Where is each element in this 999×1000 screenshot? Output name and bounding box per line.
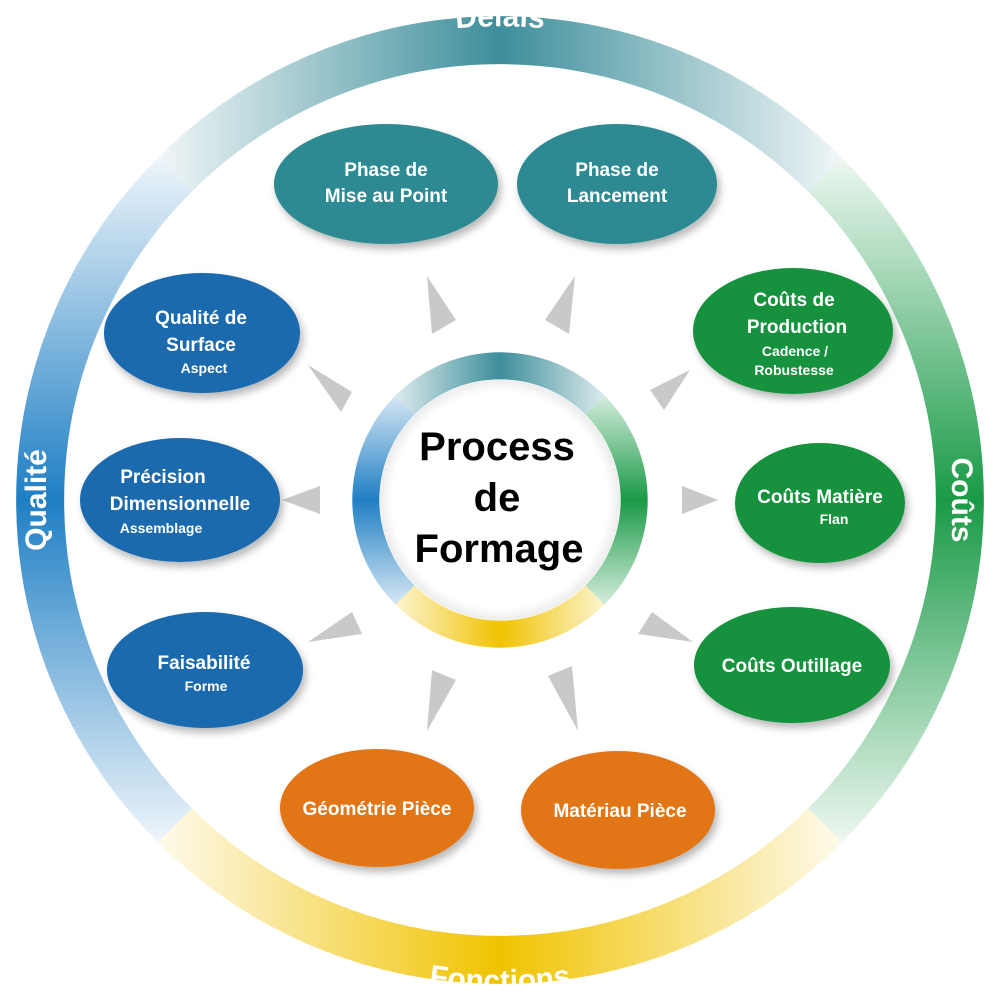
inner-ring-top-segment	[395, 352, 605, 415]
node-lancement-line-2: Lancement	[567, 186, 668, 207]
node-couts-production-line-2: Production	[747, 317, 847, 338]
center-title: Process de Formage	[415, 425, 584, 571]
outer-ring-fonctions-segment	[157, 808, 843, 984]
inner-ring-left-segment	[352, 395, 415, 605]
node-couts-outillage-line-1: Coûts Outillage	[722, 656, 862, 677]
outer-ring-delais-segment	[157, 16, 843, 192]
node-precision-line-1: Précision	[120, 467, 206, 488]
node-faisabilite: Faisabilité Forme	[107, 612, 303, 728]
node-precision-line-2: Dimensionnelle	[110, 494, 250, 515]
arrow-couts-matiere	[682, 486, 718, 514]
node-faisabilite-shape	[107, 612, 303, 728]
node-precision-sub-1: Assemblage	[120, 520, 203, 536]
arrows	[282, 276, 718, 731]
outer-ring: Délais Fonctions Coûts Qualité	[16, 0, 984, 998]
node-mise-au-point: Phase de Mise au Point	[274, 124, 498, 244]
node-faisabilite-sub-1: Forme	[185, 678, 228, 694]
inner-ring-bottom-segment	[395, 585, 605, 648]
node-couts-outillage-shape	[694, 607, 890, 723]
node-couts-outillage: Coûts Outillage	[694, 607, 890, 723]
arrow-qualite-surface	[308, 365, 352, 412]
arrow-mise-au-point	[427, 276, 456, 334]
center-circle	[380, 380, 620, 620]
node-qualite-surface-line-2: Surface	[166, 335, 236, 356]
node-precision-shape	[80, 438, 280, 562]
node-qualite-surface-shape	[104, 273, 300, 393]
ring-label-qualite: Qualité	[20, 449, 53, 551]
node-geometrie-piece: Géométrie Pièce	[280, 749, 474, 867]
node-couts-matiere: Coûts Matière Flan	[735, 443, 905, 563]
node-couts-matiere-shape	[735, 443, 905, 563]
ring-label-delais: Délais	[454, 0, 546, 35]
node-precision: Précision Dimensionnelle Assemblage	[80, 438, 280, 562]
node-couts-production-sub-1: Cadence /	[762, 343, 828, 359]
node-faisabilite-line-1: Faisabilité	[158, 653, 251, 674]
node-mise-au-point-shape	[274, 124, 498, 244]
node-geometrie-piece-line-1: Géométrie Pièce	[303, 799, 452, 820]
node-lancement-line-1: Phase de	[575, 160, 658, 181]
node-couts-production-shape	[693, 268, 893, 394]
arrow-materiau-piece	[548, 666, 578, 731]
node-lancement-shape	[517, 124, 717, 244]
arrow-lancement	[545, 276, 575, 334]
node-materiau-piece: Matériau Pièce	[521, 751, 715, 869]
node-qualite-surface-sub-1: Aspect	[181, 360, 228, 376]
center-title-line-1: Process	[419, 425, 575, 469]
node-lancement: Phase de Lancement	[517, 124, 717, 244]
node-qualite-surface-line-1: Qualité de	[155, 308, 247, 329]
node-couts-production: Coûts de Production Cadence / Robustesse	[693, 268, 893, 394]
arrow-couts-outillage	[638, 612, 693, 642]
ring-label-fonctions: Fonctions	[428, 959, 573, 997]
arrow-couts-production	[650, 370, 690, 410]
node-materiau-piece-shape	[521, 751, 715, 869]
arrow-faisabilite	[308, 612, 362, 642]
ring-label-couts: Coûts	[945, 458, 978, 543]
center-title-line-2: de	[474, 476, 521, 520]
outer-ring-qualite-segment	[16, 157, 192, 843]
inner-ring	[352, 352, 648, 648]
arrow-geometrie-piece	[427, 670, 456, 731]
node-couts-production-line-1: Coûts de	[753, 290, 834, 311]
node-couts-production-sub-2: Robustesse	[754, 362, 834, 378]
arrow-precision	[282, 486, 320, 514]
node-qualite-surface: Qualité de Surface Aspect	[104, 273, 300, 393]
center-title-line-3: Formage	[415, 527, 584, 571]
inner-ring-right-segment	[585, 395, 648, 605]
node-couts-matiere-line-1: Coûts Matière	[757, 487, 883, 508]
node-couts-matiere-sub-1: Flan	[820, 511, 849, 527]
node-mise-au-point-line-1: Phase de	[344, 160, 427, 181]
node-materiau-piece-line-1: Matériau Pièce	[553, 801, 686, 822]
node-mise-au-point-line-2: Mise au Point	[325, 186, 448, 207]
outer-ring-couts-segment	[808, 157, 984, 843]
node-geometrie-piece-shape	[280, 749, 474, 867]
